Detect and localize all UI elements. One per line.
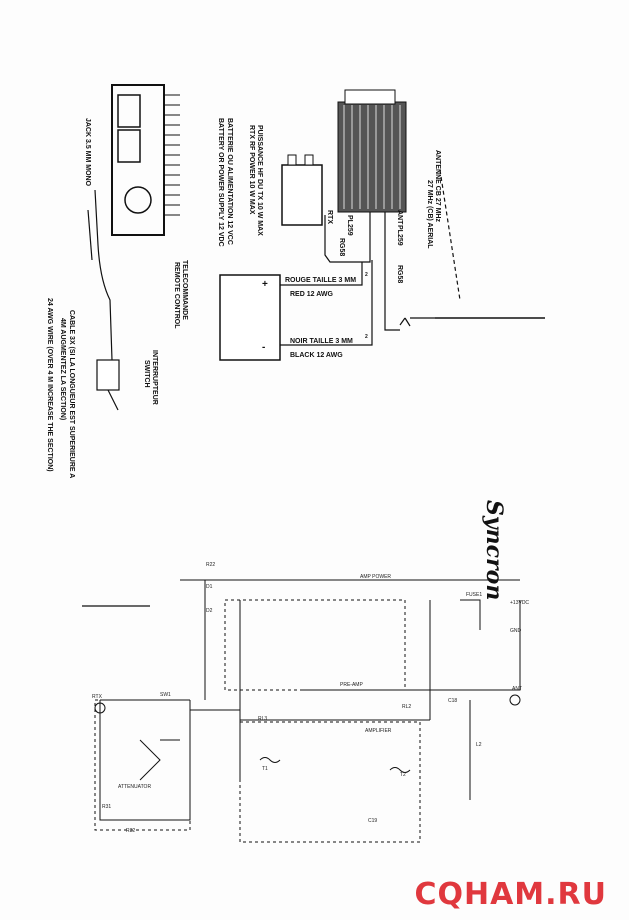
- battery: [219, 274, 281, 361]
- sch-attenuator: ATTENUATOR: [118, 784, 151, 790]
- rg58-rtx: RG58: [338, 238, 345, 256]
- sch-part-r32: R32: [126, 828, 135, 834]
- red-wire-1: ROUGE TAILLE 3 MM: [285, 277, 356, 284]
- switch-label-1: INTERRUPTEUR: [151, 350, 158, 405]
- sch-rtx: RTX: [92, 694, 103, 700]
- sch-fuse: FUSE1: [466, 592, 482, 598]
- sch-part-r31: R31: [102, 804, 111, 810]
- rtx-transceiver: [281, 154, 323, 226]
- sch-part-r22: R22: [206, 562, 215, 568]
- red-wire-2: RED 12 AWG: [290, 291, 333, 298]
- antenna-label-2: 27 MHz (CB) AERIAL: [426, 180, 433, 249]
- sch-part-d2: D2: [206, 608, 213, 614]
- antenna-label-1: ANTENNE CB 27 MHz: [434, 150, 441, 222]
- sch-ant: ANT: [512, 686, 522, 692]
- red-wire-superscript: 2: [365, 272, 368, 278]
- sch-amplifier: AMPLIFIER: [365, 728, 392, 734]
- watermark: CQHAM.RU: [414, 877, 607, 912]
- sch-supply: +13VDC: [510, 600, 529, 606]
- power-cables: [280, 169, 545, 346]
- sch-part-c19: C19: [368, 818, 377, 824]
- brand-logo: Syncron: [481, 500, 507, 601]
- battery-label-1: BATTERIE OU ALIMENTATION 12 VCC: [226, 118, 233, 245]
- remote-label-1: TELECOMMANDE: [181, 260, 188, 320]
- switch-label-2: SWITCH: [143, 360, 150, 388]
- battery-minus: -: [262, 342, 265, 353]
- sch-part-c18: C18: [448, 698, 457, 704]
- sch-part-d1: D1: [206, 584, 213, 590]
- cable-note-1: CABLE 3X (SI LA LONGUEUR EST SUPERIEURE …: [68, 310, 75, 478]
- sch-amp-power: AMP POWER: [360, 574, 391, 580]
- remote-control-unit: [111, 84, 180, 236]
- sch-gnd: GND: [510, 628, 522, 634]
- jack-cable: [87, 189, 120, 411]
- battery-label-2: BATTERY OR POWER SUPPLY 12 VDC: [217, 118, 224, 247]
- cable-note-3: 24 AWG WIRE (OVER 4 M INCREASE THE SECTI…: [46, 298, 53, 472]
- jack-label: JACK 3.5 MM MONO: [84, 118, 91, 187]
- rg58-ant: RG58: [396, 265, 403, 283]
- black-wire-superscript: 2: [365, 334, 368, 340]
- pl259-rtx: PL259: [346, 215, 353, 236]
- sch-part-l2: L2: [476, 742, 482, 748]
- sch-part-rl2: RL2: [402, 704, 411, 710]
- rf-power-2: RTX RF POWER 10 W MAX: [248, 125, 255, 215]
- cable-note-2: 4M AUGMENTEZ LA SECTION): [59, 318, 66, 420]
- pl259-ant: PL259: [396, 225, 403, 246]
- remote-label-2: REMOTE CONTROL: [173, 262, 180, 329]
- sch-part-t2: T2: [400, 772, 406, 778]
- sch-part-rl3: RL3: [258, 716, 267, 722]
- rf-power-1: PUISSANCE HF DU TX 10 W MAX: [256, 125, 263, 236]
- black-wire-2: BLACK 12 AWG: [290, 352, 343, 359]
- sch-part-t1: T1: [262, 766, 268, 772]
- sch-part-sw1: SW1: [160, 692, 171, 698]
- amplifier-heatsink: [337, 89, 407, 213]
- black-wire-1: NOIR TAILLE 3 MM: [290, 338, 353, 345]
- ant-label: ANT: [396, 210, 403, 225]
- battery-plus: +: [262, 279, 268, 290]
- rtx-label: RTX: [326, 210, 333, 224]
- sch-pre-amp: PRE-AMP: [340, 682, 363, 688]
